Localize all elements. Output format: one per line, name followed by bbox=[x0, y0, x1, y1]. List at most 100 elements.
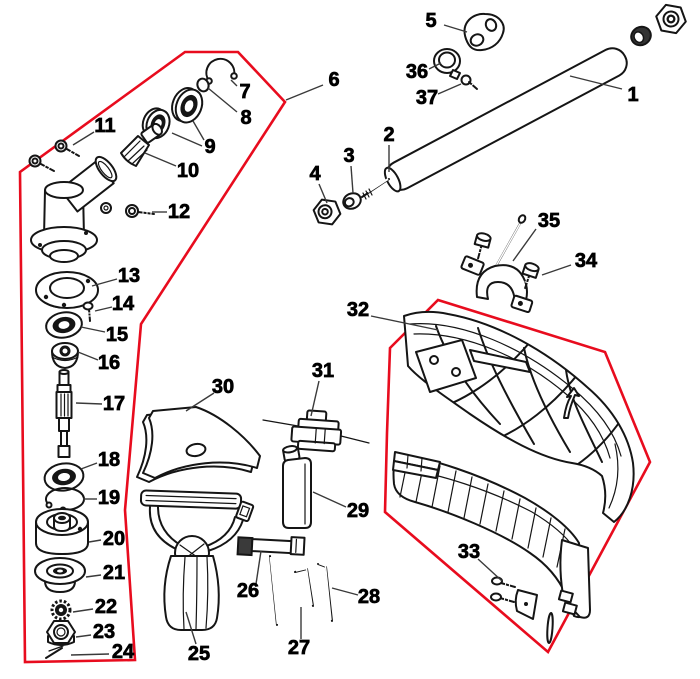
part-label-3: 3 bbox=[343, 145, 354, 167]
part-25-harness bbox=[139, 489, 255, 631]
part-32-guard-skirt bbox=[392, 451, 591, 644]
part-label-15: 15 bbox=[106, 324, 128, 346]
leader-line-6 bbox=[285, 84, 324, 101]
part-14-screw bbox=[82, 301, 94, 322]
part-label-19: 19 bbox=[98, 487, 120, 509]
part-32-guard bbox=[403, 310, 635, 523]
leader-line-31 bbox=[310, 380, 320, 417]
part-label-35: 35 bbox=[538, 210, 560, 232]
leader-line-7 bbox=[230, 79, 238, 87]
leader-line-36 bbox=[428, 62, 442, 70]
part-29-bottle bbox=[282, 445, 312, 529]
leader-line-29 bbox=[312, 491, 347, 508]
part-label-1: 1 bbox=[627, 84, 638, 106]
part-22-lock-washer bbox=[50, 599, 72, 621]
part-33-screws bbox=[490, 576, 538, 620]
leader-line-17 bbox=[75, 402, 103, 405]
part-label-26: 26 bbox=[237, 580, 259, 602]
part-label-2: 2 bbox=[383, 124, 394, 146]
part-5-clamp bbox=[463, 12, 505, 52]
leader-line-13 bbox=[91, 278, 118, 287]
part-label-30: 30 bbox=[212, 376, 234, 398]
part-18-bearing bbox=[43, 462, 85, 492]
part-31-trimmer-head bbox=[262, 409, 370, 453]
tube-bushing bbox=[630, 25, 652, 47]
guard-arrow-icon bbox=[563, 387, 580, 419]
part-11-bolts bbox=[28, 139, 80, 172]
leader-line-35 bbox=[512, 228, 537, 262]
part-label-21: 21 bbox=[103, 562, 125, 584]
leader-line-9 bbox=[171, 132, 203, 147]
part-label-14: 14 bbox=[112, 293, 135, 315]
part-28-hex-key bbox=[317, 562, 333, 622]
leader-line-25 bbox=[185, 611, 197, 645]
part-label-6: 6 bbox=[328, 69, 339, 91]
part-label-34: 34 bbox=[575, 250, 598, 272]
part-37-bolt bbox=[460, 74, 478, 90]
part-36-ring-clamp bbox=[433, 48, 461, 80]
part-15-bearing bbox=[45, 311, 83, 339]
leader-line-23 bbox=[75, 634, 92, 638]
part-label-16: 16 bbox=[98, 352, 120, 374]
leader-line-21 bbox=[85, 574, 102, 578]
leader-line-18 bbox=[80, 462, 98, 470]
leader-line-15 bbox=[80, 326, 106, 333]
part-label-9: 9 bbox=[204, 136, 215, 158]
leader-line-3 bbox=[350, 165, 354, 194]
gearbox-housing bbox=[30, 155, 118, 263]
part-2-drive-shaft bbox=[361, 178, 390, 200]
leader-line-9 bbox=[192, 120, 205, 141]
part-8-washer bbox=[196, 77, 210, 93]
part-label-25: 25 bbox=[188, 643, 210, 665]
leader-line-1 bbox=[569, 75, 623, 90]
part-label-8: 8 bbox=[240, 107, 251, 129]
assembly-outlines bbox=[18, 50, 652, 664]
part-26-socket-wrench bbox=[236, 536, 306, 626]
part-label-12: 12 bbox=[168, 201, 190, 223]
part-label-10: 10 bbox=[177, 160, 199, 182]
part-21-cup-washer bbox=[34, 557, 86, 593]
part-label-23: 23 bbox=[93, 621, 115, 643]
leader-line-11 bbox=[72, 131, 95, 146]
tube-nut bbox=[655, 3, 687, 35]
part-16-gear bbox=[51, 342, 79, 369]
leader-line-26 bbox=[255, 550, 262, 585]
leader-line-24 bbox=[70, 653, 110, 656]
part-30-blade bbox=[136, 406, 261, 483]
part-label-5: 5 bbox=[425, 10, 436, 32]
leader-line-32 bbox=[370, 315, 439, 331]
part-label-7: 7 bbox=[239, 81, 250, 103]
part-1-shaft-tube bbox=[383, 3, 687, 193]
leader-line-33 bbox=[477, 558, 503, 582]
part-17-spline-shaft bbox=[55, 369, 73, 458]
part-label-32: 32 bbox=[347, 299, 369, 321]
part-label-13: 13 bbox=[118, 265, 140, 287]
leader-line-22 bbox=[72, 608, 94, 613]
part-10-bevel-gear bbox=[120, 122, 163, 167]
leader-line-8 bbox=[207, 87, 238, 113]
part-label-33: 33 bbox=[458, 541, 480, 563]
part-34-bolts bbox=[473, 232, 540, 290]
part-24-cotter-pin bbox=[45, 645, 64, 659]
part-20-clutch-drum bbox=[35, 508, 89, 555]
leader-line-30 bbox=[185, 392, 215, 412]
part-label-18: 18 bbox=[98, 449, 120, 471]
part-13-flange bbox=[35, 271, 99, 309]
part-23-nut bbox=[46, 620, 76, 646]
part-label-20: 20 bbox=[103, 528, 125, 550]
leader-line-16 bbox=[77, 351, 99, 361]
leader-line-14 bbox=[94, 306, 113, 312]
part-3-bushing bbox=[342, 192, 362, 210]
part-label-22: 22 bbox=[95, 596, 117, 618]
part-label-27: 27 bbox=[288, 637, 310, 659]
leader-line-37 bbox=[437, 83, 462, 95]
leader-line-5 bbox=[443, 24, 468, 33]
part-label-31: 31 bbox=[312, 360, 334, 382]
part-35-clamp-bracket bbox=[460, 214, 534, 314]
guard-assembly-outline bbox=[383, 298, 652, 655]
part-12-bolt bbox=[125, 204, 155, 218]
part-label-29: 29 bbox=[347, 500, 369, 522]
